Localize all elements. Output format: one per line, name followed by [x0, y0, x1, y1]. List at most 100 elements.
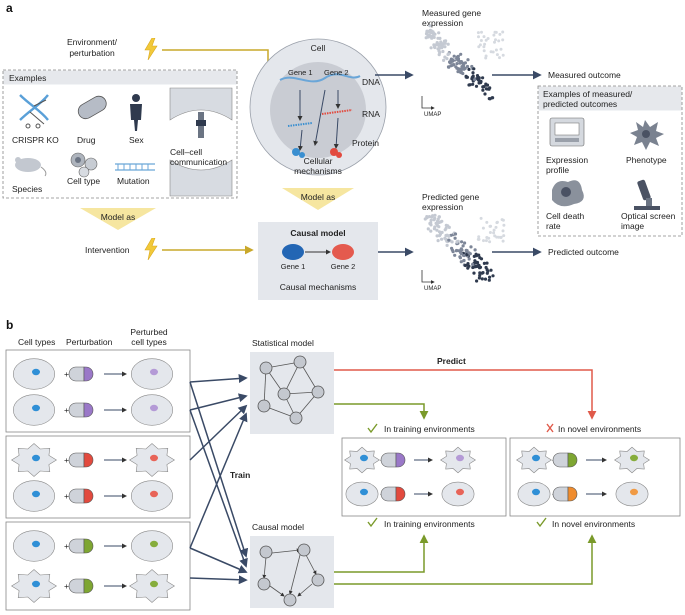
predict-label: Predict: [437, 356, 466, 366]
umap-point: [481, 76, 485, 80]
example-communication: communication: [170, 157, 227, 167]
panel-a-label: a: [6, 1, 13, 15]
umap-point: [468, 252, 472, 256]
umap-point: [440, 42, 444, 46]
umap-point: [482, 49, 486, 53]
plus-sign: +: [64, 405, 69, 415]
outcomes-header-line1: Examples of measured/: [543, 89, 633, 99]
umap-point: [491, 96, 495, 100]
protein-label: Protein: [352, 138, 379, 148]
example-species: Species: [12, 184, 42, 194]
umap-point: [426, 227, 430, 231]
protein-blue-icon: [292, 148, 305, 158]
umap-point: [477, 81, 481, 85]
umap-point: [459, 260, 463, 264]
umap-point: [465, 249, 469, 253]
umap-point: [447, 234, 451, 238]
umap-point: [462, 66, 466, 70]
result-rows: ++++: [344, 446, 650, 507]
umap-point: [482, 45, 486, 49]
umap-point: [482, 261, 486, 265]
gene1-node: [282, 244, 304, 260]
perturbation-rows: ++++++: [11, 358, 175, 603]
gene1-label: Gene 1: [288, 68, 313, 77]
umap-point: [433, 45, 437, 50]
umap-point: [477, 253, 481, 257]
umap-point: [449, 60, 453, 64]
cellular-mechanisms-line1: Cellular: [304, 156, 333, 166]
check-icon-training-top: [367, 423, 378, 434]
umap-point: [471, 82, 475, 86]
umap-point: [459, 52, 463, 56]
umap-point: [438, 220, 443, 224]
group-box-2: [5, 435, 191, 519]
causal-model-title-b: Causal model: [252, 522, 304, 532]
umap-point: [485, 261, 489, 265]
plus-sign: +: [64, 455, 69, 465]
umap-point: [453, 236, 457, 240]
cell-nucleus: [630, 488, 638, 496]
in-training-top: In training environments: [384, 424, 475, 434]
cell-nucleus: [456, 488, 464, 496]
col-perturbed-line2: cell types: [131, 337, 166, 347]
cell-nucleus: [32, 540, 40, 548]
umap-point: [474, 252, 478, 256]
check-icon-novel-bottom: [536, 517, 547, 528]
umap-point: [501, 218, 505, 222]
umap-point: [478, 266, 482, 270]
outcome-expression: Expression: [546, 155, 588, 165]
plus-sign: +: [64, 491, 69, 501]
cell-nucleus: [150, 490, 158, 498]
umap-point: [472, 271, 476, 275]
cell-nucleus: [32, 368, 40, 376]
umap-point: [469, 245, 473, 249]
rna-label: RNA: [362, 109, 380, 119]
umap-point: [430, 36, 434, 40]
rna-blue: [287, 122, 313, 127]
env-perturbation-line2: perturbation: [69, 48, 115, 58]
umap-point: [428, 24, 432, 28]
umap-point: [436, 47, 440, 51]
umap-point: [475, 261, 479, 265]
example-cell-cell: Cell–cell: [170, 147, 202, 157]
umap-point: [437, 31, 441, 35]
example-drug: Drug: [77, 135, 96, 145]
cell-nucleus: [150, 368, 158, 376]
person-icon: [130, 94, 142, 131]
outcomes-box: [537, 85, 683, 237]
panel-b-label: b: [6, 318, 13, 332]
intervention-lightning-icon: [144, 238, 158, 260]
umap-point: [479, 39, 483, 42]
outcome-cell-death: Cell death: [546, 211, 585, 221]
model-as-center-arrow: [282, 188, 354, 210]
plus-sign: +: [64, 581, 69, 591]
umap-point: [472, 67, 476, 71]
umap-point: [438, 36, 442, 41]
umap-point: [501, 30, 505, 34]
umap-point: [473, 78, 477, 82]
phenotype-icon: [630, 120, 664, 150]
umap-point: [493, 40, 496, 44]
umap-point: [436, 217, 440, 221]
outcome-image: image: [621, 221, 644, 231]
lightning-icon: [144, 38, 158, 60]
umap-point: [501, 239, 505, 243]
outcomes-header-line2: predicted outcomes: [543, 99, 617, 109]
umap-point: [447, 225, 451, 229]
predicted-outcome: Predicted outcome: [548, 247, 619, 257]
umap-point: [475, 74, 480, 78]
in-training-bottom: In training environments: [384, 519, 475, 529]
predicted-umap-scatter: [423, 213, 506, 283]
cell-nucleus: [32, 490, 40, 498]
umap-point: [466, 58, 470, 62]
umap-point: [457, 249, 461, 253]
model-as-center: Model as: [301, 192, 336, 202]
umap-point: [477, 35, 480, 39]
umap-point: [461, 71, 465, 76]
intervention-label: Intervention: [85, 245, 130, 255]
umap-point: [502, 234, 506, 238]
col-perturbed-line1: Perturbed: [130, 327, 168, 337]
umap-point: [502, 223, 506, 227]
umap-point: [475, 264, 479, 269]
umap-point: [438, 232, 442, 236]
